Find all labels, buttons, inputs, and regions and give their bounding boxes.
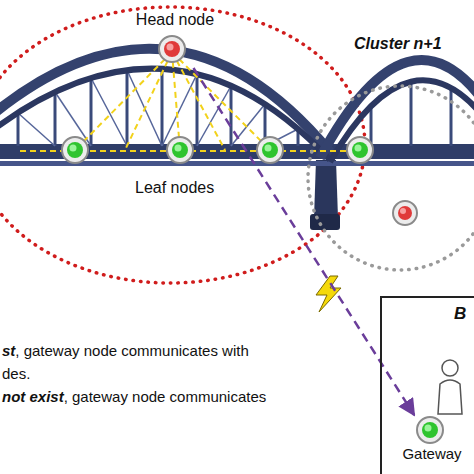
head-node: Head node xyxy=(120,10,230,68)
note-text: , gateway node communicates xyxy=(64,388,267,405)
text-line: des. xyxy=(2,365,30,383)
gateway-box: B Gateway xyxy=(380,296,474,474)
node-label: Cluster n+1 xyxy=(354,34,474,53)
gateway-node: Gateway xyxy=(395,415,469,471)
node-label: Gateway xyxy=(395,445,469,463)
text-line: not exist, gateway node communicates xyxy=(2,388,266,406)
note-text: des. xyxy=(2,365,30,382)
text-line: st, gateway node communicates with xyxy=(2,342,249,360)
cluster-outline xyxy=(308,30,474,274)
note-text: , gateway node communicates with xyxy=(15,342,248,359)
node-label: B xyxy=(454,304,474,324)
group-label: Leaf nodes xyxy=(135,179,214,196)
text-line: Leaf nodes xyxy=(135,178,214,197)
note-text: st xyxy=(2,342,15,359)
node-label: Head node xyxy=(120,10,230,29)
note-text: not exist xyxy=(2,388,64,405)
cluster-region: Cluster n+1 xyxy=(308,30,474,274)
gateway-outline xyxy=(395,415,469,471)
